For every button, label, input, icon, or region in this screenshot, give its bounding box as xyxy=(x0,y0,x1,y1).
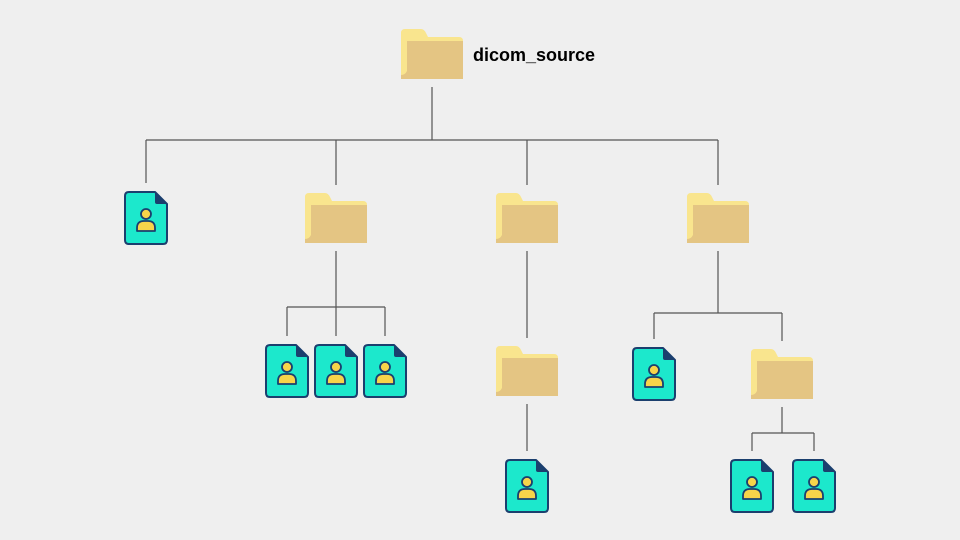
tree-icons xyxy=(124,29,836,513)
dicom-file-icon-b1 xyxy=(505,459,549,513)
subfolder-b1-icon xyxy=(496,346,558,396)
subfolder-b-icon xyxy=(496,193,558,243)
subfolder-c-icon xyxy=(687,193,749,243)
root-folder-label: dicom_source xyxy=(473,45,596,65)
dicom-file-icon-c2 xyxy=(730,459,774,513)
dicom-file-icon-c3 xyxy=(792,459,836,513)
dicom-file-icon-1 xyxy=(124,191,168,245)
dicom-file-icon-a3 xyxy=(363,344,407,398)
root-folder-icon xyxy=(401,29,463,79)
dicom-file-icon-a2 xyxy=(314,344,358,398)
dicom-file-icon-a1 xyxy=(265,344,309,398)
subfolder-c1-icon xyxy=(751,349,813,399)
dicom-file-icon-c1 xyxy=(632,347,676,401)
subfolder-a-icon xyxy=(305,193,367,243)
connector-lines xyxy=(145,87,815,451)
